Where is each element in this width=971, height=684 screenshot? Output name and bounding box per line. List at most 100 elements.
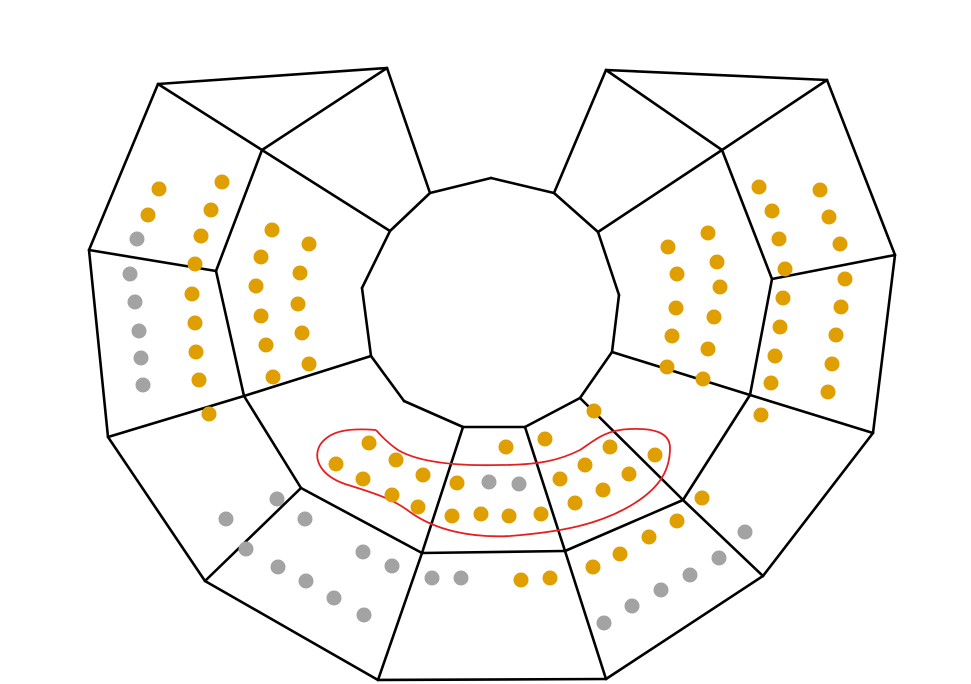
section-edge — [523, 396, 582, 429]
orange-dot — [647, 447, 663, 463]
orange-dot — [700, 341, 716, 357]
gray-dot — [129, 231, 145, 247]
section-edge — [376, 551, 424, 682]
gray-dot — [135, 377, 151, 393]
section-edge — [871, 253, 897, 435]
section-edge — [681, 498, 765, 578]
orange-dot — [384, 487, 400, 503]
orange-dot — [265, 369, 281, 385]
orange-dot — [498, 439, 514, 455]
section-edge — [610, 350, 752, 397]
section-edge — [748, 393, 875, 435]
orange-dot — [612, 546, 628, 562]
section-edge — [260, 66, 389, 152]
orange-dot — [772, 319, 788, 335]
orange-dot — [669, 266, 685, 282]
section-edge — [604, 68, 829, 82]
orange-dot — [567, 495, 583, 511]
orange-dot — [621, 466, 637, 482]
gray-dot — [711, 550, 727, 566]
orange-dot — [258, 337, 274, 353]
section-edge — [428, 176, 493, 195]
orange-dot — [659, 359, 675, 375]
gray-dot — [481, 474, 497, 490]
orange-dot — [602, 439, 618, 455]
orange-dot — [361, 435, 377, 451]
orange-dot — [388, 452, 404, 468]
gray-dot — [424, 570, 440, 586]
orange-dot — [151, 181, 167, 197]
gray-dot — [453, 570, 469, 586]
orange-dot — [771, 231, 787, 247]
section-edge — [610, 293, 621, 354]
section-edge — [420, 425, 465, 555]
dots-layer — [122, 174, 853, 631]
gray-dot — [297, 511, 313, 527]
section-edge — [106, 435, 207, 583]
orange-dot — [301, 356, 317, 372]
gray-dot — [133, 350, 149, 366]
section-edge — [748, 277, 774, 397]
orange-dot — [753, 407, 769, 423]
orange-dot — [187, 315, 203, 331]
orange-dot — [193, 228, 209, 244]
orange-dot — [821, 209, 837, 225]
orange-dot — [513, 572, 529, 588]
orange-dot — [501, 508, 517, 524]
orange-dot — [294, 325, 310, 341]
orange-dot — [706, 309, 722, 325]
orange-dot — [264, 222, 280, 238]
section-edge — [402, 399, 465, 429]
section-edge — [385, 66, 432, 195]
section-edge — [420, 549, 567, 555]
gray-dot — [356, 607, 372, 623]
gray-dot — [270, 559, 286, 575]
section-edge — [87, 248, 110, 439]
section-edge — [604, 68, 724, 152]
orange-dot — [837, 271, 853, 287]
gray-dot — [326, 590, 342, 606]
gray-dot — [298, 573, 314, 589]
orange-dot — [641, 529, 657, 545]
gray-dot — [269, 491, 285, 507]
orange-dot — [410, 499, 426, 515]
section-edge — [578, 350, 614, 400]
gray-dot — [238, 541, 254, 557]
orange-dot — [763, 375, 779, 391]
orange-dot — [595, 482, 611, 498]
orange-dot — [751, 179, 767, 195]
gray-dot — [682, 567, 698, 583]
orange-dot — [767, 348, 783, 364]
orange-dot — [203, 202, 219, 218]
section-edge — [604, 574, 765, 681]
section-edge — [563, 498, 685, 553]
orange-dot — [292, 265, 308, 281]
orange-dot — [764, 203, 780, 219]
orange-dot — [812, 182, 828, 198]
orange-dot — [668, 300, 684, 316]
gray-dot — [355, 544, 371, 560]
section-edge — [552, 68, 608, 195]
orange-dot — [290, 296, 306, 312]
orange-dot — [585, 559, 601, 575]
section-edge — [596, 148, 724, 234]
orange-dot — [552, 471, 568, 487]
gray-dot — [131, 323, 147, 339]
gray-dot — [384, 558, 400, 574]
orange-dot — [833, 299, 849, 315]
section-edge — [825, 78, 897, 257]
orange-dot — [191, 372, 207, 388]
orange-dot — [444, 508, 460, 524]
section-edge — [299, 486, 424, 555]
section-edge — [156, 82, 264, 152]
gray-dot — [624, 598, 640, 614]
section-edge — [242, 354, 373, 398]
gray-dot — [218, 511, 234, 527]
orange-dot — [449, 475, 465, 491]
section-edge — [156, 66, 389, 86]
orange-dot — [140, 207, 156, 223]
orange-dot — [248, 278, 264, 294]
section-edge — [203, 579, 380, 682]
gray-dot — [127, 294, 143, 310]
